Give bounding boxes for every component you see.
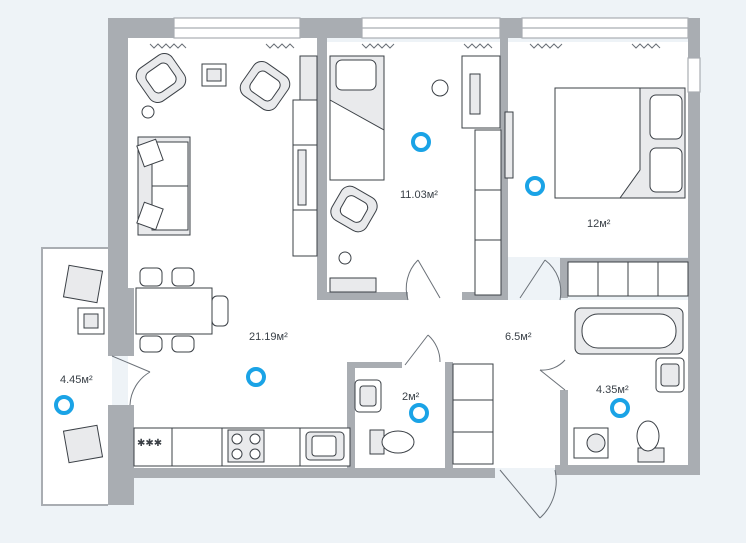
window-icon [687, 57, 701, 93]
armchair-icon [135, 52, 187, 104]
windows [173, 17, 701, 93]
dining-table-icon [135, 267, 229, 353]
bed-icon [329, 55, 385, 181]
hotspot-wc[interactable] [409, 403, 429, 423]
walls [108, 18, 700, 505]
doors [111, 259, 566, 519]
sink-icon [655, 357, 685, 393]
area-label-balcony: 4.45м² [60, 374, 93, 386]
radiators [149, 43, 661, 49]
wardrobe-icon [452, 363, 494, 465]
hotspot-bedroom-master[interactable] [525, 176, 545, 196]
door-icon [519, 259, 562, 301]
stove-icon [227, 429, 265, 463]
hotspot-balcony[interactable] [54, 395, 74, 415]
bathtub-icon [574, 307, 684, 355]
area-label-bedroom-master: 12м² [587, 218, 611, 230]
toilet-icon [636, 420, 665, 463]
wardrobe-icon [474, 129, 502, 296]
svg-text:✱✱✱: ✱✱✱ [137, 438, 162, 449]
toilet-icon [369, 429, 415, 455]
door-icon [499, 469, 557, 519]
sofa-icon [136, 136, 191, 236]
area-label-living-kitchen: 21.19м² [249, 331, 288, 343]
sink-icon [305, 431, 345, 461]
door-icon [404, 334, 441, 366]
armchair-icon [239, 60, 291, 112]
door-icon [111, 355, 151, 406]
wardrobe-icon [567, 261, 689, 297]
furniture: ✱✱✱ [62, 52, 689, 467]
hotspot-bedroom-small[interactable] [411, 132, 431, 152]
hotspot-bathroom[interactable] [610, 398, 630, 418]
bed-icon [554, 87, 686, 199]
area-label-wc: 2м² [402, 391, 420, 403]
sink-icon [354, 379, 382, 413]
armchair-icon [62, 424, 104, 464]
armchair-icon [330, 185, 378, 233]
area-label-bedroom-small: 11.03м² [400, 189, 438, 201]
door-icon [539, 359, 566, 391]
area-label-hallway: 6.5м² [505, 331, 532, 343]
door-icon [405, 259, 441, 301]
washing-machine-icon [573, 427, 609, 459]
desk-icon [431, 55, 501, 129]
hotspot-living-kitchen[interactable] [246, 367, 266, 387]
balcony [41, 247, 108, 506]
armchair-icon [62, 264, 104, 304]
area-label-bathroom: 4.35м² [596, 384, 629, 396]
